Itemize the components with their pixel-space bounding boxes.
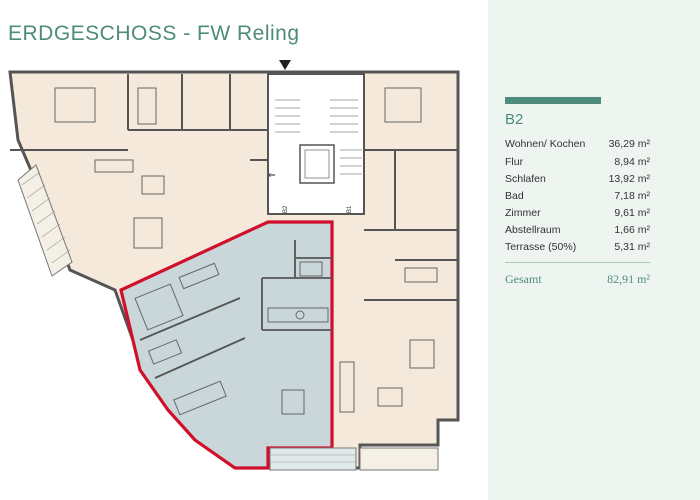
room-area: 13,92 m² [608, 173, 650, 185]
terrace-b2-slats [270, 454, 356, 463]
legend-row: Bad 7,18 m² [505, 190, 650, 206]
elevator-shaft [299, 144, 335, 184]
floor-plan-area: B2 B1 ⇐ ERDGESCHOSS - FW Reling [8, 22, 460, 471]
legend-row: Zimmer 9,61 m² [505, 207, 650, 223]
room-label: Zimmer [505, 207, 541, 219]
stair-direction-label: ⇐ [268, 171, 276, 181]
legend-row: Terrasse (50%) 5,31 m² [505, 241, 650, 257]
room-area: 7,18 m² [614, 190, 650, 202]
legend-row: Flur 8,94 m² [505, 156, 650, 172]
room-area: 8,94 m² [614, 156, 650, 168]
legend-row: Abstellraum 1,66 m² [505, 224, 650, 240]
stair-steps [275, 99, 362, 175]
legend-total-row: Gesamt 82,91 m² [505, 272, 650, 288]
terrace-left-slats [21, 171, 71, 264]
unit-b2-walls [139, 240, 332, 379]
legend-row: Schlafen 13,92 m² [505, 173, 650, 189]
room-label: Abstellraum [505, 224, 561, 236]
room-area: 1,66 m² [614, 224, 650, 236]
terrace-left [17, 164, 73, 277]
room-label: Bad [505, 190, 524, 202]
legend-panel [488, 0, 700, 500]
room-label: Flur [505, 156, 524, 168]
room-area: 9,61 m² [614, 207, 650, 219]
entry-marker-b2: B2 [283, 205, 289, 213]
legend-divider [505, 262, 650, 263]
page-title: ERDGESCHOSS - FW Reling [8, 22, 300, 45]
legend-accent-bar [505, 97, 601, 104]
unit-b2-furniture [134, 261, 329, 416]
arrow-down-icon [279, 60, 291, 70]
room-label: Schlafen [505, 173, 546, 185]
total-area: 82,91 m² [607, 272, 650, 286]
floor-plan: B2 B1 ⇐ [8, 60, 460, 471]
legend-unit-label: B2 [505, 111, 524, 128]
room-label: Wohnen/ Kochen [505, 138, 586, 150]
entry-marker-b1: B1 [347, 205, 353, 213]
interior-walls [10, 74, 458, 301]
other-furniture [54, 87, 438, 413]
stair-core [267, 73, 365, 215]
unit-b2-area [119, 220, 334, 470]
legend-row: Wohnen/ Kochen 36,29 m² [505, 138, 650, 154]
total-label: Gesamt [505, 272, 542, 286]
room-label: Terrasse (50%) [505, 241, 577, 253]
room-area: 36,29 m² [608, 138, 650, 150]
terrace-b2 [269, 447, 357, 471]
room-area: 5,31 m² [614, 241, 650, 253]
terrace-right [359, 447, 439, 471]
